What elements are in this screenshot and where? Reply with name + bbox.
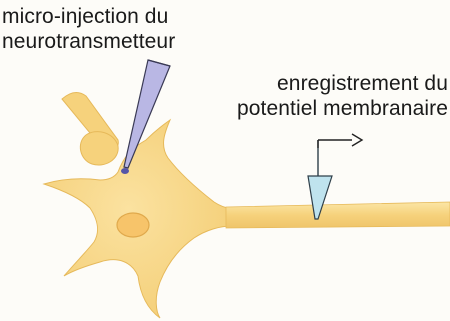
recording-label: enregistrement du potentiel membranaire xyxy=(192,71,448,121)
presynaptic-terminal xyxy=(62,92,118,165)
arrow-right-icon xyxy=(318,134,362,148)
recording-label-line2: potentiel membranaire xyxy=(192,96,448,121)
nucleus xyxy=(117,213,149,237)
recording-label-line1: enregistrement du xyxy=(192,71,448,96)
injection-label-line2: neurotransmetteur xyxy=(2,29,175,54)
injection-label: micro-injection du neurotransmetteur xyxy=(2,4,175,54)
axon xyxy=(226,202,450,228)
neurotransmitter-drop xyxy=(121,168,129,174)
injection-label-line1: micro-injection du xyxy=(2,4,175,29)
